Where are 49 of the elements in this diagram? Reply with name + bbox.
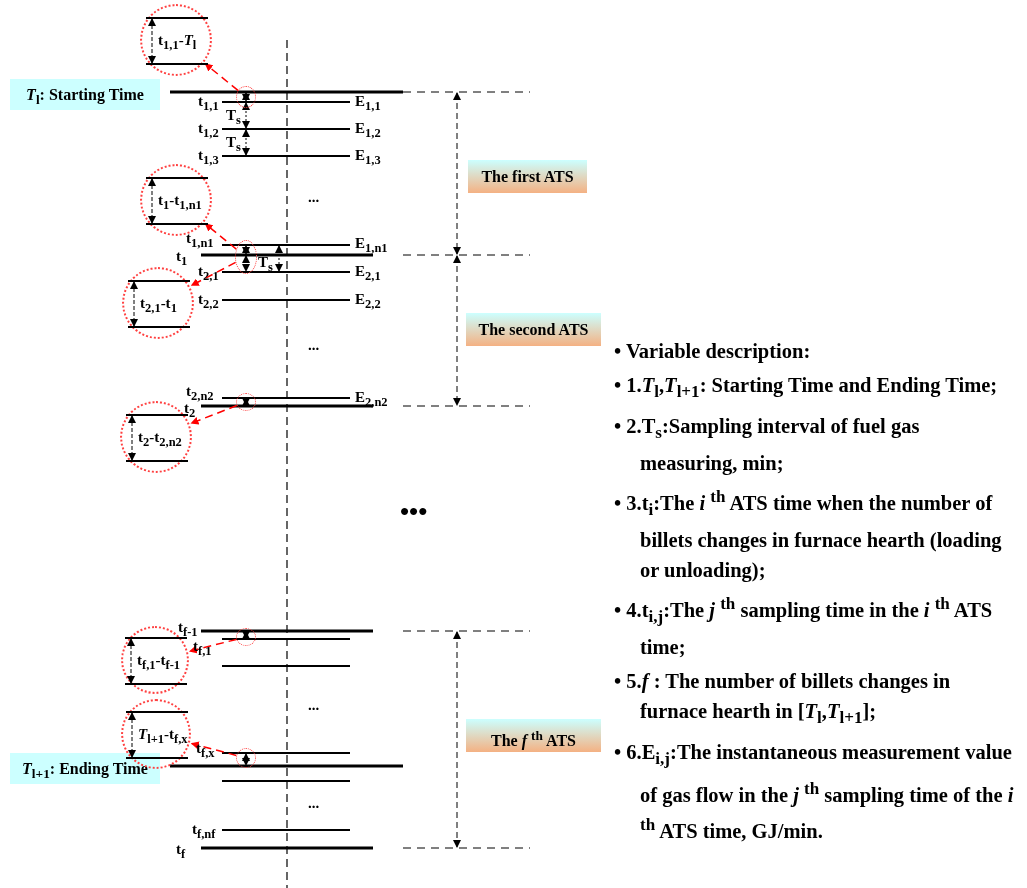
- period-label-box: The second ATS: [466, 313, 601, 346]
- time-label: t$_{1,2}$: [198, 119, 219, 142]
- interval-label: T$_{s}$: [258, 253, 273, 276]
- time-label: t$_{1}$: [176, 247, 188, 270]
- time-label: t$_{1,n1}$: [186, 229, 214, 252]
- interval-label: t$_{2}$-t$_{2,n2}$: [138, 428, 182, 451]
- interval-label: T$_{s}$: [226, 133, 241, 156]
- bullet-item: • 2.T$_{s}$:Sampling interval of fuel gas measuring, min;: [614, 414, 921, 477]
- ellipsis: •••: [400, 503, 428, 521]
- interval-label: t$_{1}$-t$_{1,n1}$: [158, 191, 202, 214]
- arrow: [188, 638, 238, 654]
- time-label: t$_{2,2}$: [198, 290, 219, 313]
- time-label: t$_{f}$: [176, 840, 186, 863]
- period-label-box: The f $^{th}$ ATS: [466, 719, 601, 752]
- magnifier-circle: [140, 4, 212, 76]
- time-label: t$_{f,nf}$: [192, 820, 216, 843]
- time-label-box: T$_{l+1}$: Ending Time: [10, 753, 160, 784]
- time-label: t$_{1,3}$: [198, 146, 219, 169]
- value-label: E$_{1,n1}$: [355, 234, 388, 257]
- bullet-item: • 5.f : The number of billets changes in furnace hearth in [T$_{l}$,T$_{l+1}$];: [614, 669, 952, 730]
- interval-label: T$_{s}$: [226, 106, 241, 129]
- bullet-item: • 1.T$_{l}$,T$_{l+1}$: Starting Time and Ending Time;: [614, 373, 999, 404]
- arrow: [204, 63, 239, 92]
- period-label-box: The first ATS: [468, 160, 587, 193]
- arrow: [190, 741, 238, 757]
- bullet-item: • Variable description:: [614, 339, 812, 365]
- arrow: [204, 223, 237, 250]
- interval-label: t$_{f,1}$-t$_{f-1}$: [137, 651, 181, 674]
- value-label: E$_{1,1}$: [355, 92, 381, 115]
- value-label: E$_{1,3}$: [355, 146, 381, 169]
- value-label: E$_{1,2}$: [355, 119, 381, 142]
- ellipsis: ...: [308, 794, 320, 812]
- ellipsis: ...: [308, 696, 320, 714]
- interval-label: t$_{2,1}$-t$_{1}$: [140, 294, 177, 317]
- time-label: t$_{2,1}$: [198, 262, 219, 285]
- magnifier-circle: [122, 267, 194, 339]
- value-label: E$_{2,1}$: [355, 262, 381, 285]
- bullet-item: • 3.t$_{i}$:The i $^{th}$ ATS time when the number of billets changes in furnace hearth (loading or unloading);: [614, 486, 1003, 584]
- arrow: [190, 404, 238, 425]
- time-label-box: T$_{l}$: Starting Time: [10, 79, 160, 110]
- time-label: t$_{1,1}$: [198, 92, 219, 115]
- interval-label: T$_{l+1}$-t$_{f,x}$: [138, 725, 188, 748]
- ellipsis: ...: [308, 188, 320, 206]
- interval-label: t$_{1,1}$-T$_{l}$: [158, 31, 197, 54]
- magnifier-circle: [140, 164, 212, 236]
- ellipsis: ...: [308, 336, 320, 354]
- arrow: [190, 261, 237, 287]
- value-label: E$_{2,2}$: [355, 290, 381, 313]
- time-label: t$_{f,x}$: [196, 739, 215, 762]
